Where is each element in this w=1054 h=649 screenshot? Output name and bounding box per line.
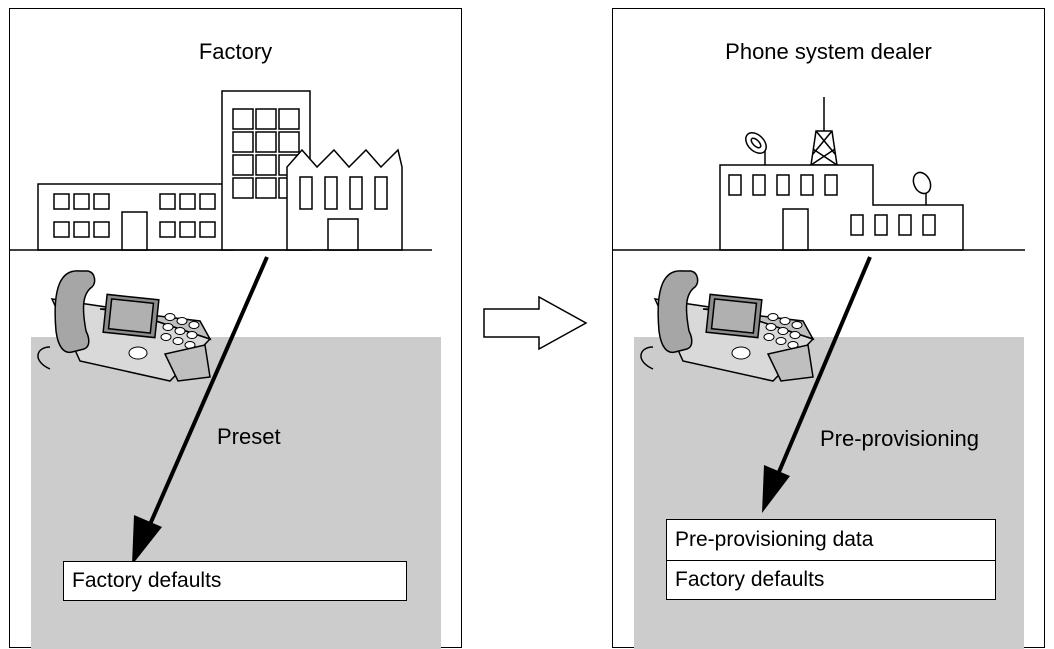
factory-title: Factory	[198, 39, 273, 64]
pre-provisioning-data-box: Pre-provisioning data	[666, 519, 996, 561]
factory-icon	[10, 90, 432, 251]
factory-panel: Factory	[9, 8, 462, 649]
pre-provisioning-label: Pre-provisioning	[820, 426, 979, 451]
factory-defaults-box: Factory defaults	[666, 560, 996, 600]
pre-provisioning-arrow	[762, 256, 872, 513]
preset-label: Preset	[217, 424, 281, 449]
phone-icon	[37, 270, 212, 382]
dealer-title: Phone system dealer	[725, 39, 932, 64]
preset-arrow	[132, 256, 269, 565]
factory-defaults-box: Factory defaults	[63, 561, 407, 601]
phone-icon	[640, 270, 815, 382]
dealer-panel: Phone system dealer	[612, 8, 1045, 649]
right-arrow-icon	[483, 296, 588, 351]
dealer-building-icon	[613, 97, 1025, 251]
